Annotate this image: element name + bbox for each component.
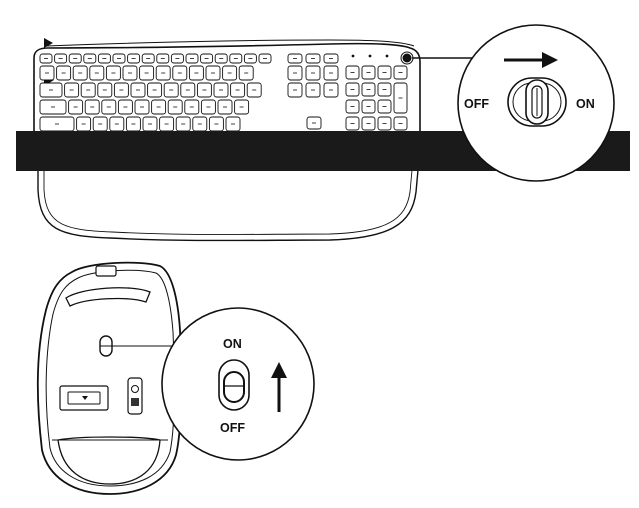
mouse-top-tab (95, 265, 117, 277)
pointer-marker-top (44, 38, 53, 48)
mouse-body (37, 261, 183, 495)
sensor-square (131, 398, 139, 406)
keyboard-switch-callout: OFF ON (457, 24, 615, 182)
mouse-on-label: ON (223, 337, 242, 351)
mouse-rear-foot (57, 436, 161, 485)
switch-slider[interactable] (223, 371, 245, 403)
mouse-switch-callout: ON OFF (161, 307, 315, 461)
main-key-area (39, 53, 272, 132)
direction-arrow-up-icon (271, 362, 287, 378)
switch-slider-ridge (531, 85, 543, 119)
keyboard-power-switch[interactable] (402, 53, 412, 63)
keyboard-off-label: OFF (464, 97, 489, 111)
navigation-key-area (287, 53, 339, 130)
indicator-light (351, 54, 355, 58)
mouse-body-inner (45, 269, 175, 487)
sensor-window (127, 377, 143, 415)
keyboard (33, 38, 478, 242)
keyboard-palm-rest-inner (43, 169, 413, 235)
numpad-key-area (345, 65, 408, 131)
indicator-light (368, 54, 372, 58)
keyboard-palm-rest (37, 169, 419, 242)
mouse-off-label: OFF (220, 421, 245, 435)
indicator-light (385, 54, 389, 58)
direction-arrow-right-icon (542, 52, 558, 68)
keyboard-on-label: ON (576, 97, 595, 111)
arrow-down-icon (82, 396, 88, 400)
sensor-lens (131, 385, 139, 393)
mouse (37, 261, 190, 495)
keyboard-top-curve (45, 39, 415, 47)
mouse-front-foot (65, 287, 151, 307)
